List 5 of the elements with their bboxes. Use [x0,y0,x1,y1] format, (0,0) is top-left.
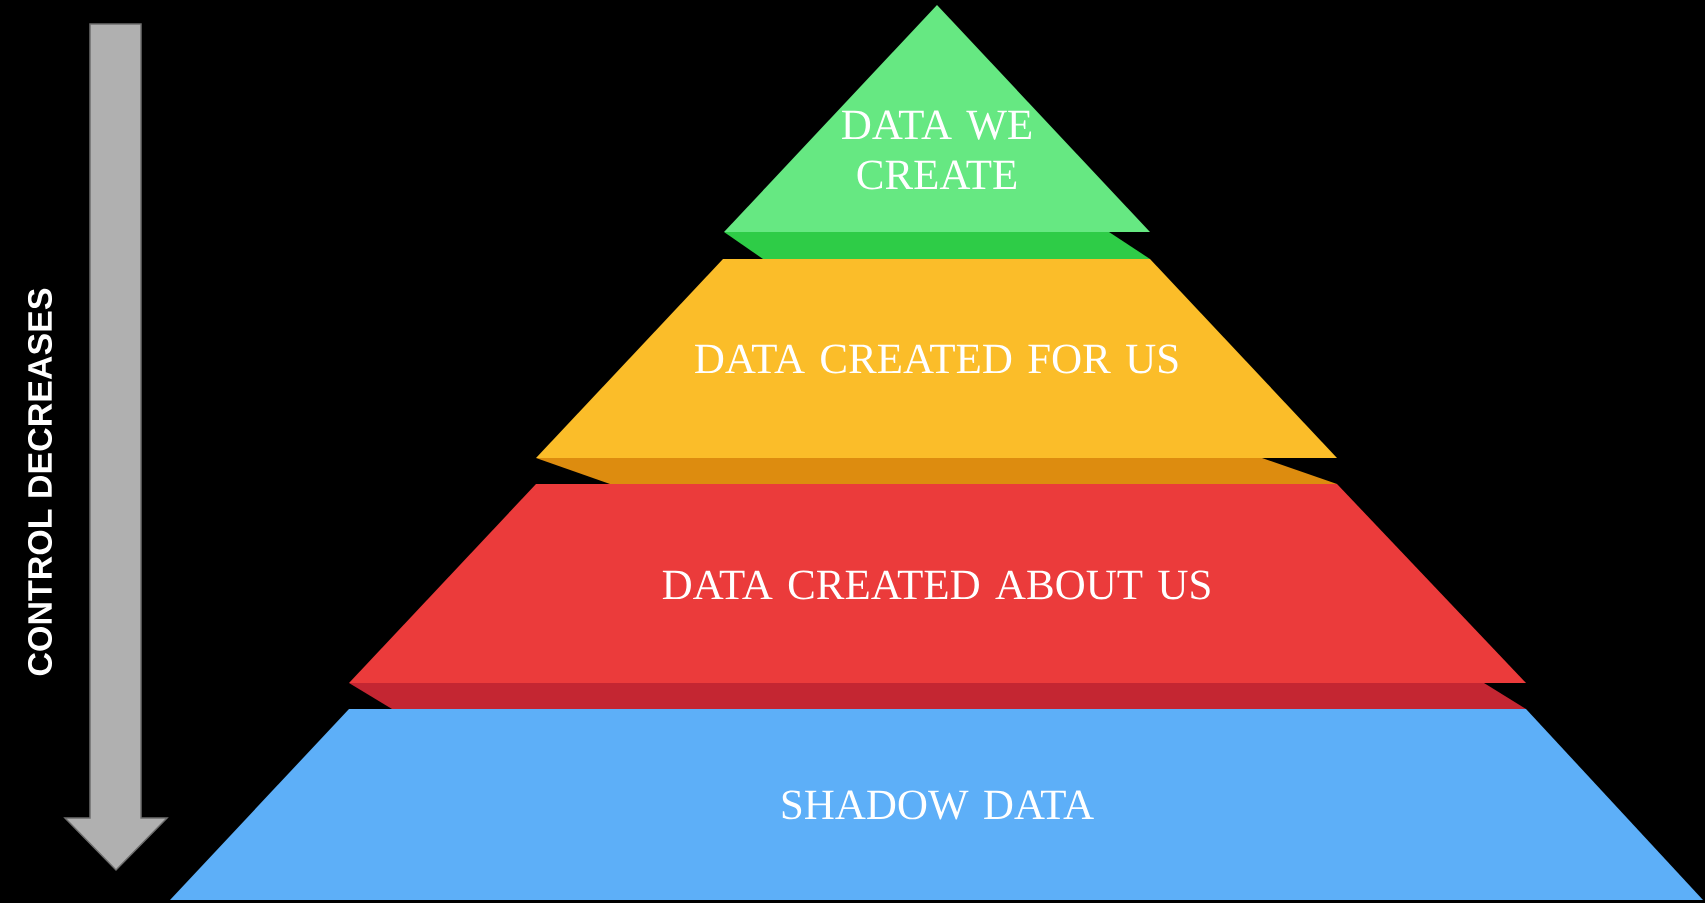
pyramid-layer: DATA CREATED ABOUT US [349,484,1526,709]
pyramid-layer: DATA CREATED FOR US [536,259,1337,484]
pyramid-layer: DATA WE CREATE [724,5,1150,259]
pyramid-layer: SHADOW DATA [170,709,1703,900]
axis-label: CONTROL DECREASES [27,288,53,676]
